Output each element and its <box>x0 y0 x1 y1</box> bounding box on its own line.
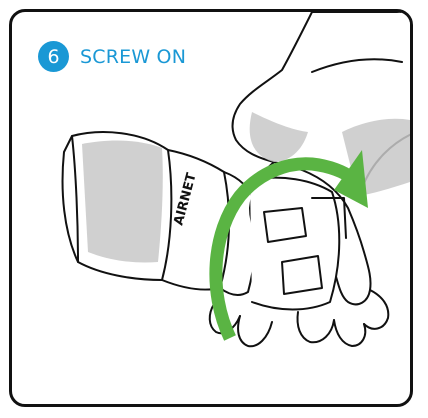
step-header: 6 SCREW ON <box>38 41 186 72</box>
instruction-card: AIRNET 6 SCREW ON <box>9 9 413 407</box>
step-number-badge: 6 <box>38 41 69 72</box>
step-title: SCREW ON <box>80 46 186 68</box>
brand-logo: AIRNET <box>171 171 199 227</box>
